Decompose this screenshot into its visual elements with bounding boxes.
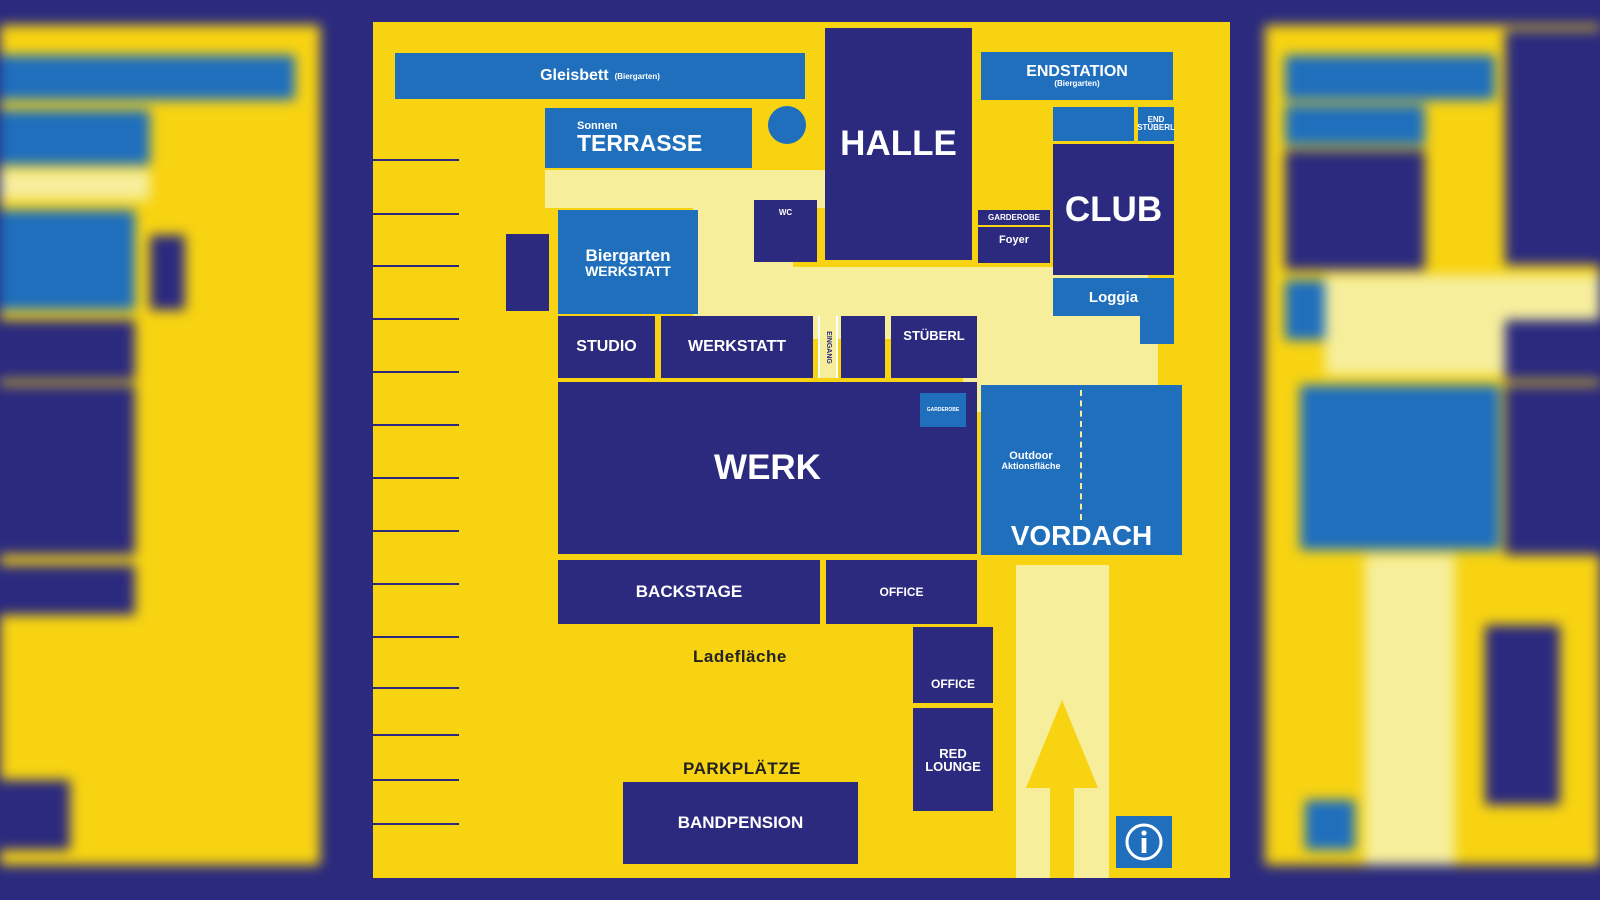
parking-line: [373, 530, 459, 532]
outdoor-label-line2: Aktionsfläche: [1001, 461, 1061, 471]
vordach-label: VORDACH: [1010, 520, 1153, 551]
parking-line: [373, 424, 459, 426]
info-icon[interactable]: [1116, 816, 1172, 868]
parking-line: [373, 687, 459, 689]
terrasse-small-label: Sonnen: [577, 120, 618, 132]
eingang-label: EINGANG: [824, 330, 832, 364]
parking-line: [373, 823, 459, 825]
terrasse-label: TERRASSE: [577, 130, 703, 156]
endstation-sublabel: (Biergarten): [1054, 79, 1100, 88]
werkstatt-label: WERKSTATT: [687, 338, 787, 355]
parking-line: [373, 583, 459, 585]
endstation-label: ENDSTATION: [1026, 63, 1128, 80]
parkplaetze-label: PARKPLÄTZE: [683, 759, 802, 778]
foyer-area[interactable]: Foyer: [978, 227, 1050, 263]
parking-line: [373, 213, 459, 215]
venue-map: Gleisbett (Biergarten) Sonnen TERRASSE H…: [373, 22, 1230, 878]
garderobe-area[interactable]: GARDEROBE: [978, 210, 1050, 225]
eingang-area[interactable]: EINGANG: [818, 316, 838, 378]
gleisbett-label: Gleisbett: [540, 67, 609, 84]
gleisbett-area[interactable]: Gleisbett (Biergarten): [395, 53, 805, 99]
office-area-1[interactable]: OFFICE: [826, 560, 977, 624]
red-lounge-label-line2: LOUNGE: [925, 758, 981, 774]
office-area-2[interactable]: OFFICE: [913, 627, 993, 703]
sonnenterrasse-area[interactable]: Sonnen TERRASSE: [545, 108, 752, 168]
outdoor-label: Outdoor Aktionsfläche: [985, 446, 1077, 476]
werkstatt-area[interactable]: WERKSTATT: [661, 316, 813, 378]
wc-area[interactable]: WC: [754, 200, 817, 262]
werk-area[interactable]: WERK: [558, 382, 977, 554]
club-area[interactable]: CLUB: [1053, 144, 1174, 275]
vordach-label-box: VORDACH: [981, 519, 1182, 553]
foyer-label: Foyer: [999, 234, 1029, 246]
wc-label: WC: [778, 208, 793, 217]
eingang-side-block: [841, 316, 885, 378]
biergarten-label-line2: WERKSTATT: [585, 262, 671, 279]
blurred-background-right: [1265, 0, 1600, 900]
werk-garderobe-label: GARDEROBE: [926, 407, 960, 413]
arrow-up-icon: [1026, 700, 1098, 878]
club-label: CLUB: [1064, 189, 1163, 229]
bandpension-area[interactable]: BANDPENSION: [623, 782, 858, 864]
end-stueberl-label: END STÜBERL: [1137, 115, 1175, 132]
office-label-2: OFFICE: [931, 677, 975, 691]
red-lounge-label-line1: RED: [939, 745, 967, 761]
outdoor-label-line1: Outdoor: [1009, 450, 1053, 462]
parking-line: [373, 477, 459, 479]
parking-line: [373, 636, 459, 638]
werk-garderobe-area[interactable]: GARDEROBE: [920, 393, 966, 427]
parking-line: [373, 734, 459, 736]
endstation-annex: [1053, 107, 1134, 141]
biergarten-label-line1: Biergarten: [585, 245, 671, 265]
studio-label: STUDIO: [576, 338, 637, 355]
gleisbett-sublabel: (Biergarten): [614, 71, 660, 81]
parking-line: [373, 159, 459, 161]
bandpension-label: BANDPENSION: [677, 813, 804, 832]
studio-area[interactable]: STUDIO: [558, 316, 655, 378]
werk-label: WERK: [714, 448, 821, 487]
round-marker: [768, 106, 806, 144]
backstage-area[interactable]: BACKSTAGE: [558, 560, 820, 624]
parking-line: [373, 779, 459, 781]
halle-label: HALLE: [840, 124, 957, 163]
red-lounge-area[interactable]: RED LOUNGE: [913, 708, 993, 811]
garderobe-label: GARDEROBE: [987, 213, 1040, 222]
biergarten-werkstatt-area[interactable]: Biergarten WERKSTATT: [558, 210, 698, 314]
endstation-area[interactable]: ENDSTATION (Biergarten): [981, 52, 1173, 100]
stueberl-label: STÜBERL: [903, 328, 965, 343]
halle-area[interactable]: HALLE: [825, 28, 972, 260]
loggia-area[interactable]: Loggia: [1053, 278, 1174, 316]
backstage-label: BACKSTAGE: [635, 582, 743, 601]
parking-line: [373, 265, 459, 267]
storage-block: [506, 234, 549, 311]
loggia-annex: [1140, 312, 1174, 344]
stueberl-area[interactable]: STÜBERL: [891, 316, 977, 378]
ladeflaeche-label: Ladefläche: [693, 647, 787, 666]
blurred-background-left: [0, 0, 330, 900]
parking-line: [373, 371, 459, 373]
parking-line: [373, 318, 459, 320]
loggia-label: Loggia: [1088, 288, 1139, 306]
vordach-divider: [1080, 390, 1082, 520]
end-stueberl-area[interactable]: END STÜBERL: [1137, 107, 1175, 141]
office-label-1: OFFICE: [879, 585, 924, 599]
